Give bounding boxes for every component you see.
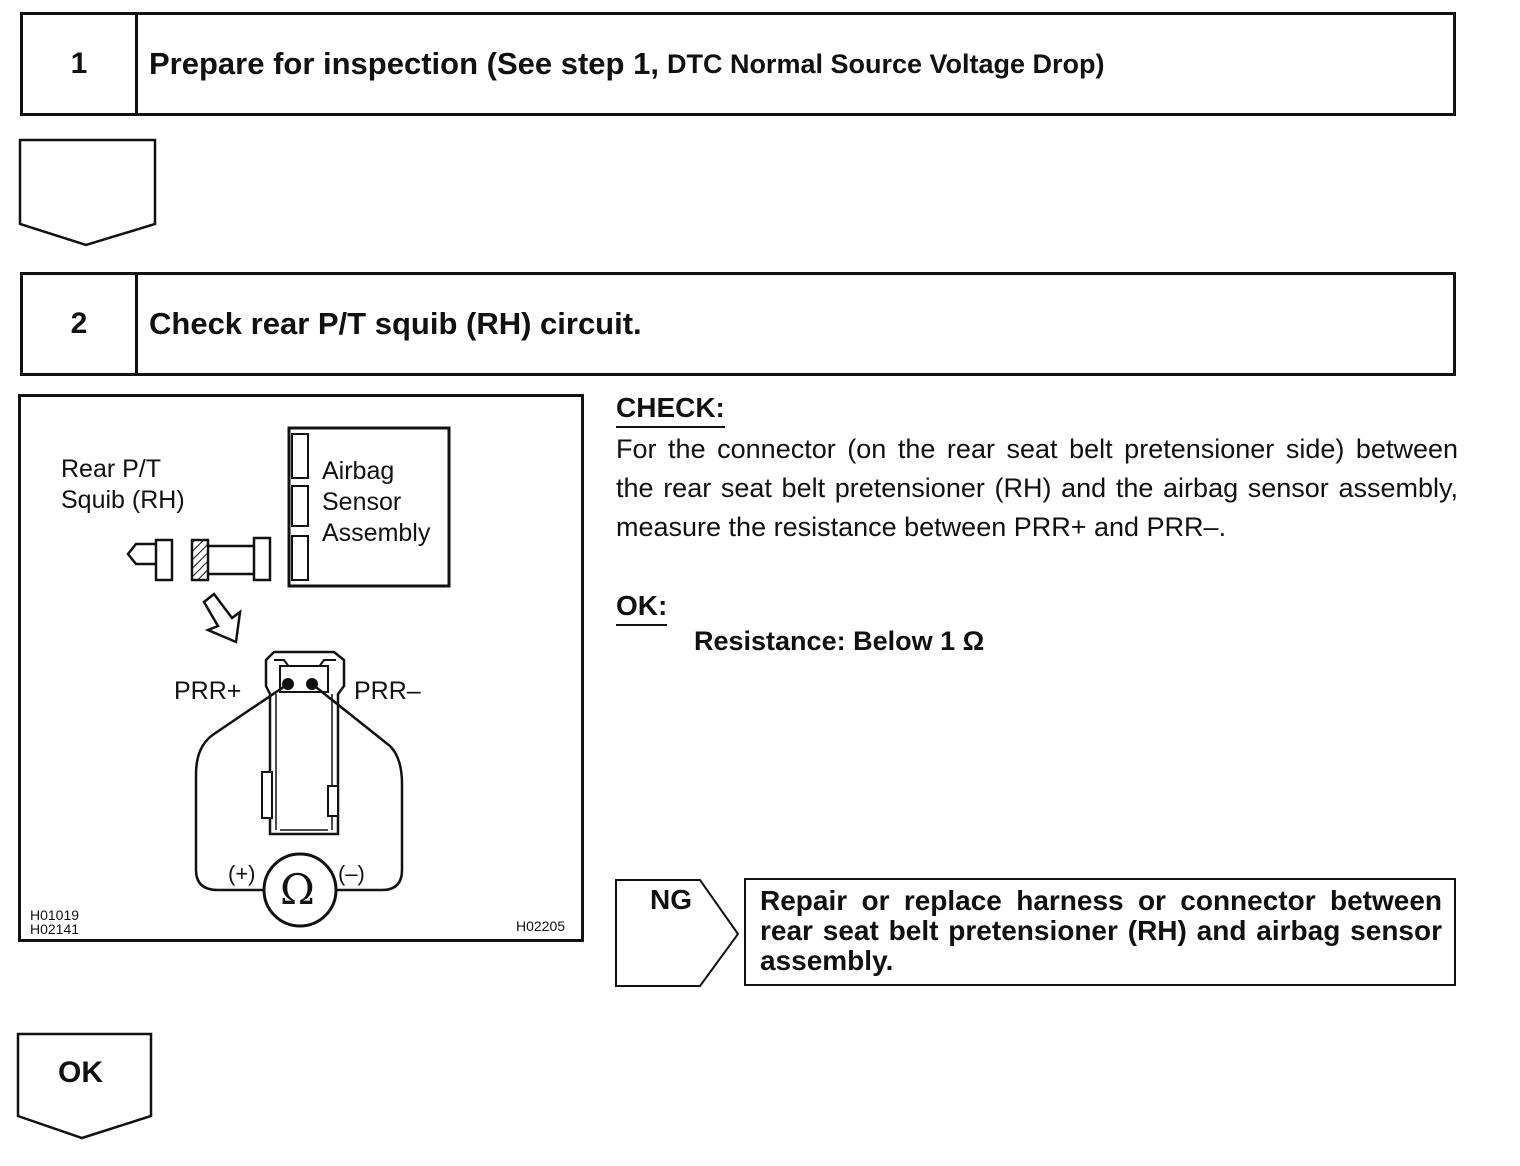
flow-arrow-ok (16, 1032, 153, 1140)
ng-label: NG (650, 884, 692, 915)
connector-top-view (264, 650, 346, 836)
step-1-title-sub: DTC Normal Source Voltage Drop) (666, 48, 1105, 79)
label-squib-line2: Squib (RH) (61, 486, 185, 514)
ng-action-box: Repair or replace harness or connector b… (744, 878, 1456, 986)
squib-connector (126, 542, 156, 566)
step-2-number: 2 (23, 275, 138, 373)
check-heading: CHECK: (616, 392, 725, 428)
ohmmeter (262, 852, 338, 928)
airbag-sensor-box (287, 426, 451, 588)
label-sensor-line2: Sensor (322, 488, 402, 516)
label-prr-plus: PRR+ (174, 677, 242, 705)
figure-code-left: H01019 H02141 (30, 908, 79, 936)
ok-arrow-label: OK (58, 1056, 103, 1089)
direction-arrow (202, 592, 242, 644)
hatched-connector (190, 538, 210, 582)
connector-drawing (18, 394, 584, 942)
step-1-number: 1 (23, 15, 138, 113)
figure-code-right: H02205 (516, 918, 566, 934)
label-sensor-line3: Assembly (322, 519, 431, 547)
lead-minus (311, 683, 404, 892)
connector-figure: Rear P/T Squib (RH) Airbag Sensor Assemb… (18, 394, 584, 942)
label-squib-line1: Rear P/T (61, 455, 162, 483)
step-2-title: Check rear P/T squib (RH) circuit. (149, 306, 642, 341)
step-2-box: 2 Check rear P/T squib (RH) circuit. (20, 272, 1456, 376)
ok-heading: OK: (616, 590, 668, 626)
step-1-box: 1 Prepare for inspection (See step 1, DT… (20, 12, 1456, 116)
meter-minus-label: (–) (338, 861, 365, 886)
label-squib: Rear P/T Squib (RH) (61, 454, 185, 516)
figure-code-left-1: H01019 (30, 907, 80, 923)
check-text: For the connector (on the rear seat belt… (616, 434, 1458, 542)
flow-arrow-1 (18, 138, 157, 247)
step-1-title-main: Prepare for inspection (See step 1, (149, 46, 659, 81)
label-prr-minus: PRR– (354, 677, 421, 705)
ok-spec: Resistance: Below 1 Ω (694, 626, 985, 656)
label-sensor-line1: Airbag (322, 457, 395, 485)
figure-code-left-2: H02141 (30, 921, 80, 937)
label-sensor: Airbag Sensor Assembly (322, 456, 430, 549)
ohm-symbol: Ω (280, 865, 315, 914)
lead-plus (194, 682, 289, 892)
ng-arrow (615, 879, 740, 987)
step-1-title: Prepare for inspection (See step 1, DTC … (149, 15, 1105, 113)
meter-plus-label: (+) (228, 861, 256, 886)
